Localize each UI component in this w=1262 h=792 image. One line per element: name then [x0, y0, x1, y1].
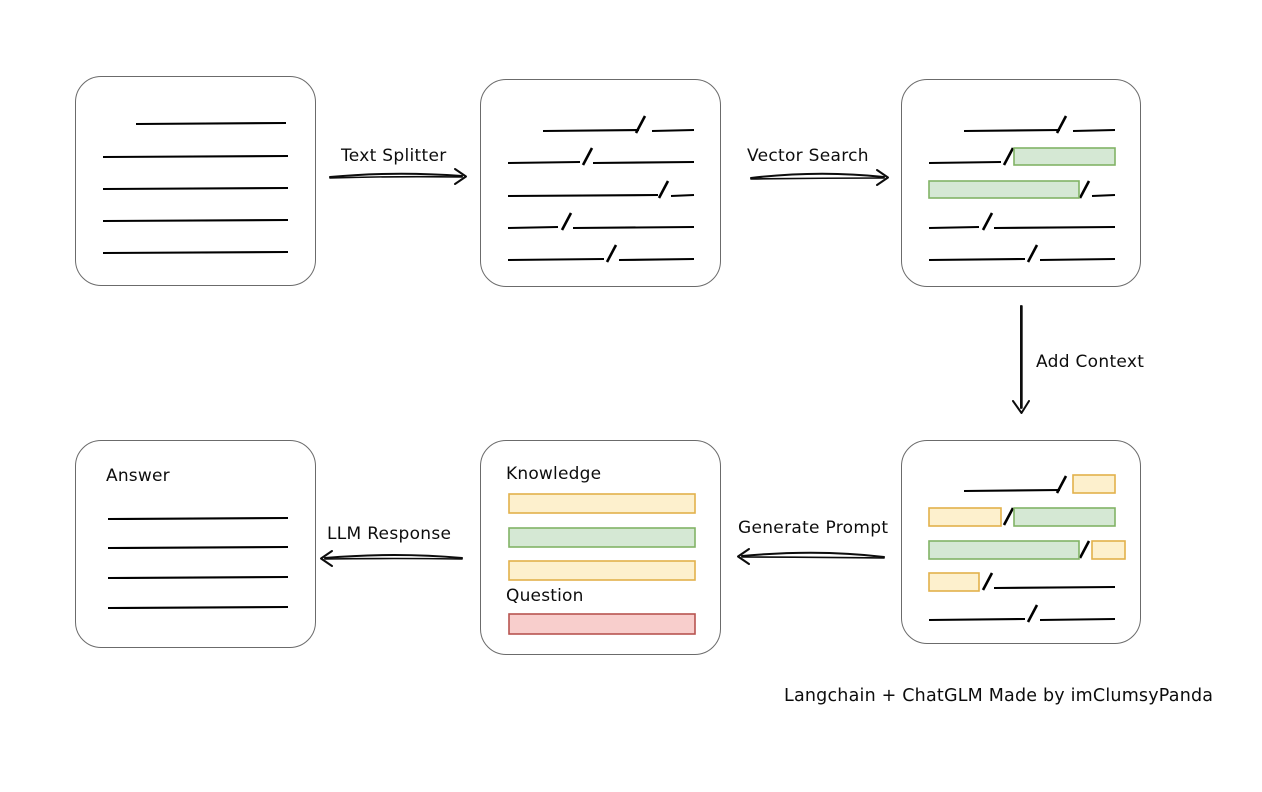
footer-credit: Langchain + ChatGLM Made by imClumsyPand…	[784, 686, 1214, 706]
question-bar-red	[508, 613, 696, 635]
knowledge-bar-yellow	[508, 560, 696, 581]
arrow-label-llm-response: LLM Response	[327, 524, 452, 544]
answer-heading: Answer	[106, 466, 170, 486]
card-vector-matches[interactable]	[901, 79, 1141, 287]
card-prompt[interactable]: Knowledge Question	[480, 440, 721, 655]
arrow-add-context	[1012, 305, 1030, 414]
source-document-lines	[102, 121, 289, 255]
arrow-text-splitter	[329, 168, 467, 185]
arrow-generate-prompt	[737, 548, 885, 565]
highlight-bar-green	[1013, 507, 1116, 527]
card-answer[interactable]: Answer	[75, 440, 316, 648]
arrow-label-text-splitter: Text Splitter	[341, 146, 447, 166]
knowledge-bar-green	[508, 527, 696, 548]
knowledge-bar-yellow	[508, 493, 696, 514]
card-source-document[interactable]	[75, 76, 316, 286]
context-chunks-lines	[928, 474, 1126, 623]
arrow-llm-response	[320, 550, 463, 567]
highlight-bar-yellow	[1091, 540, 1126, 560]
question-heading: Question	[506, 586, 584, 606]
highlight-bar-green	[928, 540, 1080, 560]
arrow-vector-search	[750, 169, 889, 186]
arrow-label-generate-prompt: Generate Prompt	[738, 518, 889, 538]
card-split-chunks[interactable]	[480, 79, 721, 287]
highlight-bar-yellow	[928, 572, 980, 592]
highlight-bar-green	[1013, 147, 1116, 166]
arrow-label-vector-search: Vector Search	[747, 146, 869, 166]
highlight-bar-yellow	[928, 507, 1002, 527]
arrow-label-add-context: Add Context	[1036, 352, 1145, 372]
highlight-bar-yellow	[1072, 474, 1116, 494]
answer-lines	[107, 516, 289, 610]
vector-matches-lines	[928, 115, 1116, 263]
knowledge-heading: Knowledge	[506, 464, 602, 484]
split-chunks-lines	[507, 115, 695, 263]
highlight-bar-green	[928, 180, 1080, 199]
prompt-bars	[508, 493, 696, 635]
card-context-chunks[interactable]	[901, 440, 1141, 644]
